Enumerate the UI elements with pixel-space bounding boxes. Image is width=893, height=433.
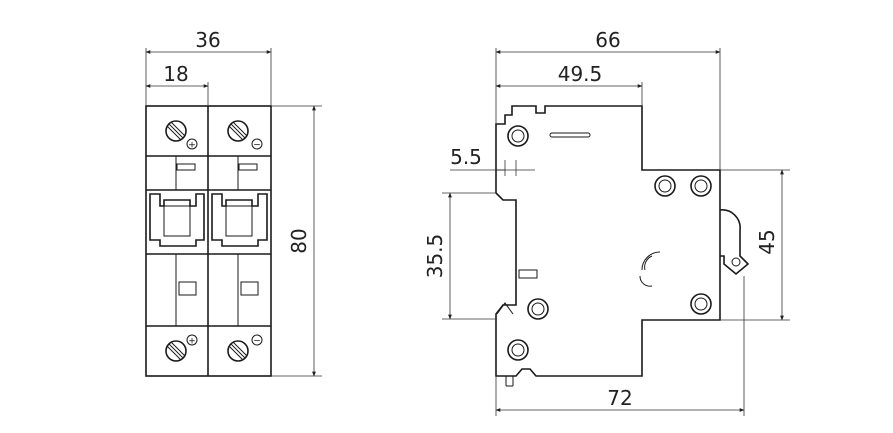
dim-side-rail-offset: 5.5: [450, 145, 482, 169]
screw-bottom-right-icon: −: [227, 334, 263, 362]
terminal-sign-top-left: +: [188, 141, 196, 151]
screw-bottom-left-icon: +: [165, 334, 198, 362]
dim-side-base-depth: 72: [607, 386, 632, 410]
rivet-icon: [507, 125, 712, 361]
dim-side-rail-height: 35.5: [423, 234, 447, 279]
dim-side-front-depth: 49.5: [558, 62, 603, 86]
dim-side-overall-depth: 66: [595, 28, 620, 52]
side-view: 66 49.5 5.5 35.5 45 72: [423, 28, 790, 416]
screw-top-left-icon: +: [165, 120, 198, 151]
terminal-sign-top-right: −: [253, 141, 261, 151]
terminal-sign-bottom-right: −: [253, 337, 261, 347]
dim-front-width: 36: [195, 28, 220, 52]
front-view: + − + −: [145, 28, 322, 377]
terminal-sign-bottom-left: +: [188, 337, 196, 347]
dim-side-shoulder-height: 45: [755, 229, 779, 254]
dim-front-pole-width: 18: [163, 62, 188, 86]
screw-top-right-icon: −: [227, 120, 263, 151]
dim-front-height: 80: [287, 228, 311, 253]
